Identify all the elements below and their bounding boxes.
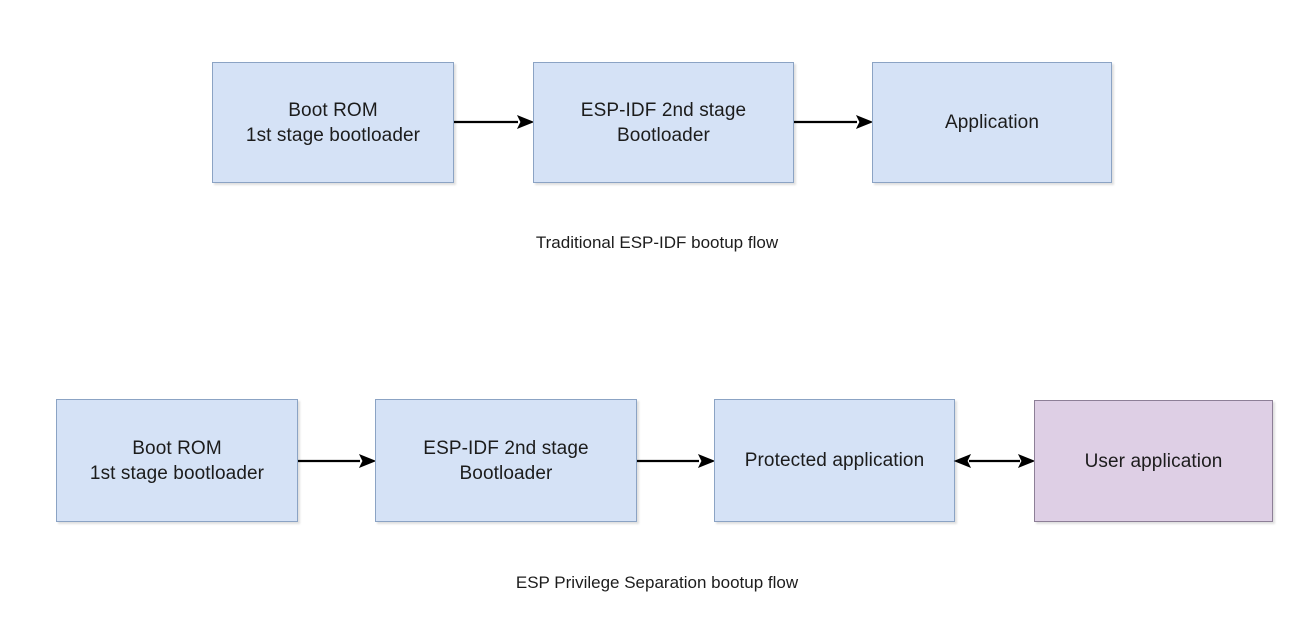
edge-bootloader-to-protected	[637, 451, 716, 471]
node-user-application[interactable]: User application	[1034, 400, 1273, 522]
node-application[interactable]: Application	[872, 62, 1112, 183]
node-boot-rom-2-label: Boot ROM 1st stage bootloader	[89, 437, 265, 484]
node-boot-rom[interactable]: Boot ROM 1st stage bootloader	[212, 62, 454, 183]
node-second-stage-bootloader[interactable]: ESP-IDF 2nd stage Bootloader	[533, 62, 794, 183]
node-protected-application-label: Protected application	[744, 450, 925, 471]
node-boot-rom-label: Boot ROM 1st stage bootloader	[245, 99, 421, 146]
node-user-application-label: User application	[1084, 450, 1223, 472]
edge-bootrom-to-bootloader	[454, 112, 535, 132]
edge-protected-to-user-bidirectional	[953, 451, 1036, 471]
caption-traditional-flow-text: Traditional ESP-IDF bootup flow	[535, 233, 779, 252]
node-protected-application[interactable]: Protected application	[714, 399, 955, 522]
caption-privilege-separation-flow: ESP Privilege Separation bootup flow	[0, 572, 1314, 594]
node-boot-rom-2[interactable]: Boot ROM 1st stage bootloader	[56, 399, 298, 522]
node-second-stage-bootloader-2[interactable]: ESP-IDF 2nd stage Bootloader	[375, 399, 637, 522]
node-second-stage-bootloader-2-label: ESP-IDF 2nd stage Bootloader	[423, 437, 589, 484]
node-application-label: Application	[944, 112, 1040, 133]
edge-bootloader-to-application	[794, 112, 874, 132]
edge-bootrom-to-bootloader-2	[298, 451, 377, 471]
node-second-stage-bootloader-label: ESP-IDF 2nd stage Bootloader	[580, 99, 747, 146]
caption-privilege-separation-flow-text: ESP Privilege Separation bootup flow	[515, 573, 799, 592]
caption-traditional-flow: Traditional ESP-IDF bootup flow	[0, 232, 1314, 254]
